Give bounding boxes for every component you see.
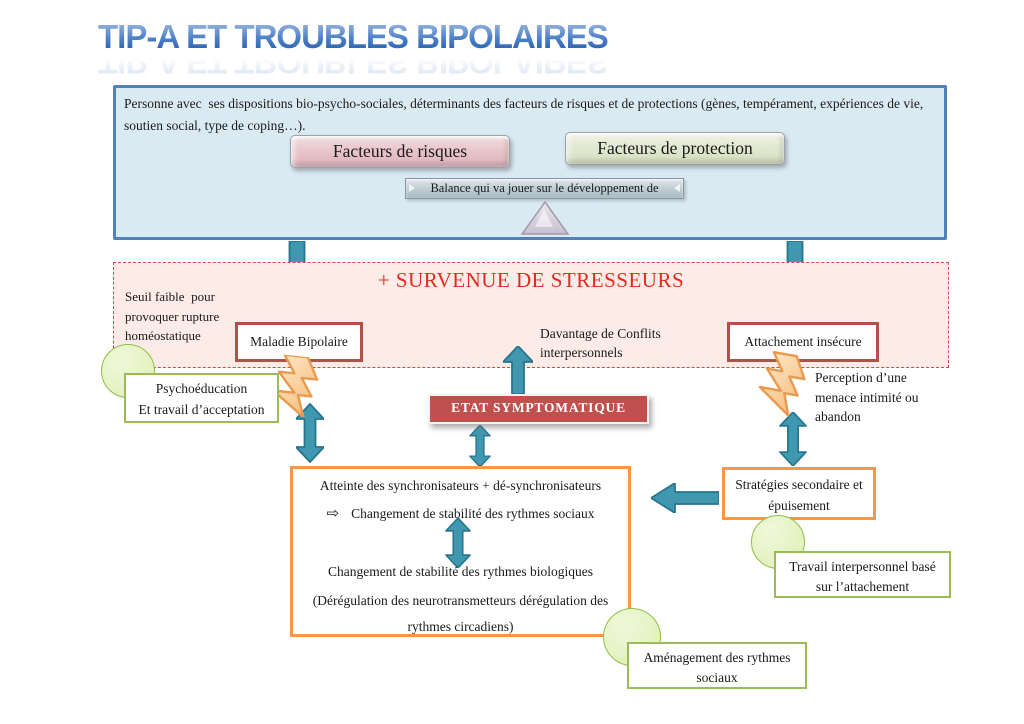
- rhythm-line-2-text: Changement de stabilité des rythmes soci…: [351, 506, 595, 521]
- psychoeducation-line-2: Et travail d’acceptation: [138, 401, 265, 417]
- rhythm-line-5: rythmes circadiens): [407, 619, 514, 634]
- interpersonal-line-1: Travail interpersonnel basé: [789, 559, 936, 574]
- rhythm-line-3: Changement de stabilité des rythmes biol…: [327, 564, 594, 579]
- threshold-line-1: Seuil faible pour: [125, 289, 215, 304]
- double-arrow-inner: [445, 518, 471, 568]
- protection-factors-chip: Facteurs de protection: [565, 132, 785, 165]
- strategies-line-1: Stratégies secondaire et: [735, 477, 863, 492]
- intro-line-2: soutien social, type de coping…).: [124, 117, 306, 133]
- threshold-note: Seuil faible pour provoquer rupture homé…: [125, 287, 245, 346]
- right-arrow-icon: ⇨: [326, 506, 340, 522]
- perception-line-1: Perception d’une: [815, 370, 907, 385]
- bio-panel: Personne avec ses dispositions bio-psych…: [113, 85, 947, 240]
- intro-text: Personne avec ses dispositions bio-psych…: [124, 93, 938, 137]
- risk-factors-chip: Facteurs de risques: [290, 135, 510, 168]
- lightning-bolt-left-icon: [271, 353, 319, 419]
- double-arrow-center: [469, 425, 491, 467]
- balance-fulcrum-triangle: [520, 200, 570, 235]
- conflicts-note: Davantage de Conflits interpersonnels: [540, 325, 661, 363]
- social-rhythms-line-2: sociaux: [696, 670, 738, 686]
- interpersonal-work-box: Travail interpersonnel basé sur l’attach…: [774, 551, 951, 598]
- rhythm-line-2: ⇨ Changement de stabilité des rythmes soc…: [293, 504, 628, 523]
- left-arrow: [651, 483, 719, 513]
- rhythm-line-4: (Dérégulation des neurotransmetteurs dér…: [312, 593, 609, 608]
- rhythm-disruption-box: Atteinte des synchronisateurs + dé-synch…: [290, 466, 631, 637]
- strategies-line-2: épuisement: [768, 497, 830, 513]
- symptomatic-state-box: ETAT SYMPTOMATIQUE: [428, 394, 649, 424]
- perception-line-3: abandon: [815, 409, 861, 425]
- lightning-bolt-right-icon: [758, 350, 806, 417]
- page-title-reflection: TIP-A ET TROUBLES BIPOLAIRES: [98, 43, 658, 80]
- perception-note: Perception d’une menace intimité ou aban…: [815, 368, 941, 427]
- threshold-line-2: provoquer rupture: [125, 308, 220, 324]
- stressor-panel: + SURVENUE DE STRESSEURS Seuil faible po…: [113, 262, 949, 368]
- up-arrow-conflicts: [503, 346, 533, 394]
- double-arrow-right: [779, 412, 807, 466]
- page-title-text: TIP-A ET TROUBLES BIPOLAIRES: [98, 19, 658, 55]
- social-rhythms-line-1: Aménagement des rythmes: [643, 650, 791, 665]
- page-title: TIP-A ET TROUBLES BIPOLAIRES TIP-A ET TR…: [98, 19, 658, 80]
- balance-bar: Balance qui va jouer sur le développemen…: [405, 178, 684, 199]
- conflicts-line-2: interpersonnels: [540, 344, 623, 360]
- intro-line-1: Personne avec ses dispositions bio-psych…: [124, 96, 924, 111]
- psychoeducation-line-1: Psychoéducation: [155, 381, 248, 396]
- conflicts-line-1: Davantage de Conflits: [540, 326, 661, 341]
- stressor-title: + SURVENUE DE STRESSEURS: [377, 268, 685, 292]
- insecure-attachment-box: Attachement insécure: [727, 322, 879, 362]
- interpersonal-line-2: sur l’attachement: [815, 579, 910, 595]
- secondary-strategies-box: Stratégies secondaire et épuisement: [722, 467, 876, 520]
- double-arrow-left: [296, 403, 324, 463]
- social-rhythms-box: Aménagement des rythmes sociaux: [627, 642, 807, 689]
- threshold-line-3: homéostatique: [125, 328, 201, 343]
- perception-line-2: menace intimité ou: [815, 389, 919, 405]
- rhythm-line-1: Atteinte des synchronisateurs + dé-synch…: [319, 478, 602, 493]
- psychoeducation-box: Psychoéducation Et travail d’acceptation: [124, 373, 279, 423]
